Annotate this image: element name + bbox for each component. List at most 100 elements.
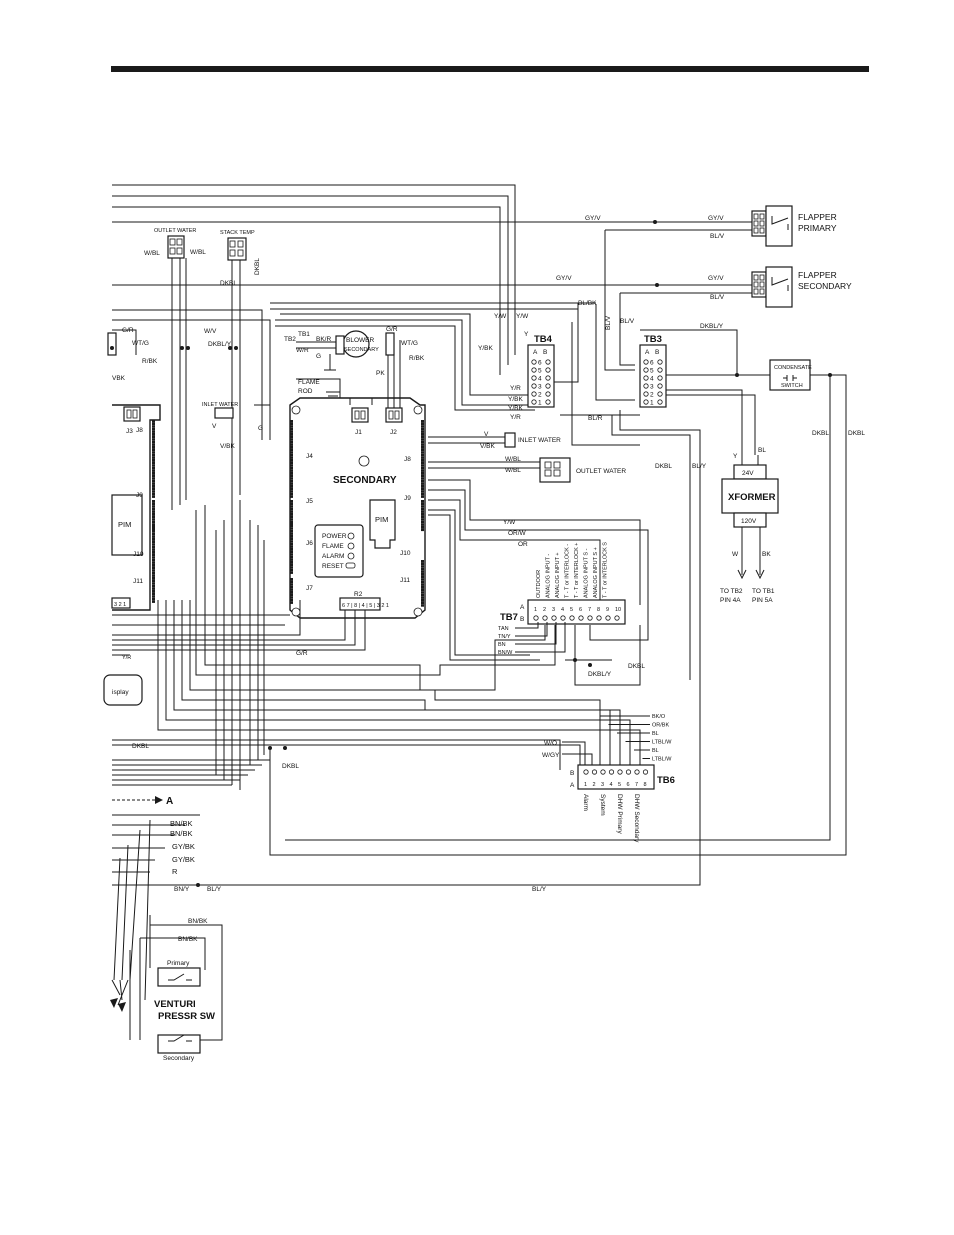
stack-temp-label: STACK TEMP — [220, 230, 255, 236]
flapper-primary-label-2: PRIMARY — [798, 223, 837, 233]
yr-2: Y/R — [510, 414, 521, 421]
tb6-pin-b-6 — [625, 769, 632, 775]
sec-j6-pin-2 — [290, 527, 293, 530]
left-j8-pin-24 — [152, 482, 155, 485]
left-j10-pin-14 — [152, 561, 155, 564]
led-label-2: ALARM — [322, 553, 344, 560]
tb7-pin-b-3 — [551, 615, 557, 621]
tb3-pins-pin-label-3: 3 — [650, 384, 654, 391]
dkbl-8: DKBL — [655, 463, 672, 470]
flapper-secondary-label-1: FLAPPER — [798, 270, 837, 280]
left-j11: J11 — [133, 578, 143, 585]
v-right: V — [484, 431, 489, 438]
tb3-pins-pin-a-6 — [643, 359, 649, 365]
sec-j8-pin-5 — [421, 433, 424, 436]
tb4-pins-pin-a-1 — [531, 399, 537, 405]
sec-j5-pin-1 — [290, 502, 293, 506]
sec-j4-pin-3 — [290, 427, 293, 431]
gr-left: G/R — [122, 327, 134, 334]
sec-j6-pin-15 — [290, 561, 293, 564]
sec-j9-pin-9 — [421, 523, 424, 526]
tb7-pin-label-2: 2 — [543, 607, 546, 613]
flame-rod-2: ROD — [298, 388, 313, 395]
flapper-secondary-label-2: SECONDARY — [798, 281, 852, 291]
bly-3: BL/Y — [692, 463, 707, 470]
sec-j8-pin-6 — [421, 435, 424, 439]
left-j10-pin-1 — [152, 527, 155, 531]
sec-j7-pin-1 — [290, 580, 293, 584]
sec-j8-pin-4 — [421, 430, 424, 433]
tb6-wire-1: OR/BK — [652, 723, 669, 729]
tb4-pins-pin-label-2: 2 — [538, 392, 542, 399]
tb3-pins-pin-b-2 — [657, 391, 663, 397]
left-j10-pin-18 — [152, 571, 155, 575]
blr: BL/R — [588, 415, 603, 422]
left-j8-pin-9 — [152, 443, 155, 446]
led-2 — [347, 552, 355, 560]
sec-j9-pin-4 — [421, 510, 424, 513]
sec-j7-pin-7 — [290, 596, 293, 599]
sec-j4-pin-7 — [290, 438, 293, 441]
header-rule — [111, 66, 869, 72]
wv-1: W/V — [204, 328, 217, 335]
sec-j10: J10 — [400, 550, 411, 557]
tb7-wire-line-1 — [515, 622, 548, 637]
left-j9-pin-5 — [152, 513, 155, 516]
tb7-pin-label-6: 6 — [579, 607, 582, 613]
left-j8-pin-21 — [152, 474, 155, 478]
sec-r2: R2 — [354, 591, 363, 598]
tb6-wire-4: BL — [652, 748, 659, 754]
condensate-switch: CONDENSATE SWITCH — [769, 359, 812, 391]
tb6-wire-0: BK/O — [652, 714, 666, 720]
sec-j4-pin-18 — [290, 466, 293, 470]
left-j8-pin-1 — [152, 422, 155, 426]
sec-j8-pin-16 — [421, 461, 424, 465]
left-j9-pin-2 — [152, 505, 155, 508]
reset-button[interactable] — [345, 562, 356, 569]
gybk-1: GY/BK — [172, 842, 195, 851]
left-j8-pin-20 — [152, 472, 155, 475]
left-j8-pin-11 — [152, 448, 155, 452]
blower-label: BLOWER — [346, 337, 374, 344]
sec-j6-pin-19 — [290, 571, 293, 574]
ybk-2: Y/BK — [508, 396, 523, 403]
top-wire-bundle — [112, 184, 752, 440]
tb7-pin-b-10 — [614, 615, 620, 621]
yr-1: Y/R — [510, 385, 521, 392]
sec-j4-pin-8 — [290, 440, 293, 444]
flame-rod-1: FLAME — [298, 379, 320, 386]
sec-j8-pin-3 — [421, 427, 424, 431]
switch-label: SWITCH — [781, 383, 803, 389]
tb7-pin-label-3: 3 — [552, 607, 555, 613]
sec-j4-pin-16 — [290, 461, 293, 465]
left-j8-pin-2 — [152, 425, 155, 428]
to-tb2-1: TO TB2 — [720, 588, 743, 595]
tb4-pins-pin-a-3 — [531, 383, 537, 389]
led-0 — [347, 532, 355, 540]
sec-j8-pin-27 — [421, 490, 424, 493]
sec-j9-pin-8 — [421, 520, 424, 524]
sec-j6-pin-6 — [290, 537, 293, 541]
tb4-pins-pin-a-5 — [531, 367, 537, 373]
tb6-wire-5: LTBL/W — [652, 757, 672, 763]
tb6-row-a: A — [570, 782, 575, 789]
tb3-pins-pin-b-3 — [657, 383, 663, 389]
sec-j11-pin-7 — [421, 578, 424, 581]
sec-j8-pin-14 — [421, 456, 424, 459]
tb6-row-b: B — [570, 770, 574, 777]
wbl-a: W/BL — [144, 250, 160, 257]
j2-label: J2 — [390, 429, 397, 436]
sec-j4-pin-22 — [290, 477, 293, 480]
tb4-pins-pin-label-4: 4 — [538, 376, 542, 383]
svg-text:6 7 | 8 | 4 | 5 | 3 2 1: 6 7 | 8 | 4 | 5 | 3 2 1 — [342, 603, 389, 609]
left-j8-pin-0 — [152, 420, 155, 423]
sec-j8-pin-8 — [421, 440, 424, 444]
sec-j11-pin-10 — [421, 586, 424, 589]
tb3-col-a: A — [645, 349, 650, 356]
tb4-pins-pin-label-6: 6 — [538, 360, 542, 367]
sec-j11-pin-8 — [421, 580, 424, 584]
inlet-water-sensor-left: INLET WATER V V/BK G — [202, 402, 270, 450]
dkbly-left: DKBL/Y — [208, 341, 232, 348]
